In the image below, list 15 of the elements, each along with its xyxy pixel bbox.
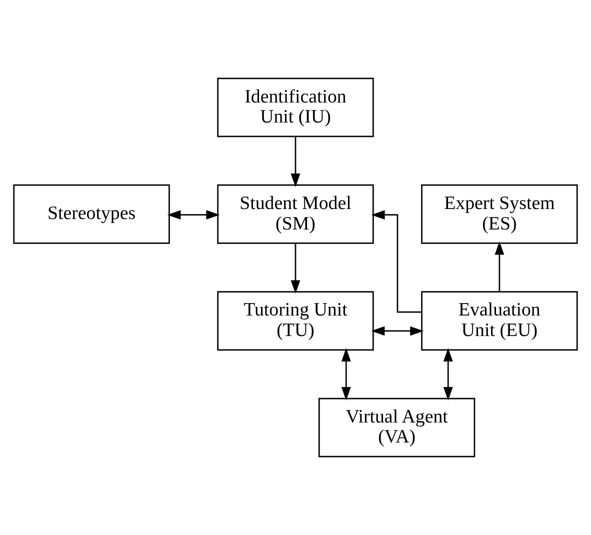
arrow [341,348,351,400]
arrow [290,136,300,188]
arrow [167,210,220,220]
node-box: Expert System (ES) [421,184,578,244]
arrow [371,210,422,313]
node-box: Identification Unit (IU) [217,78,374,138]
node-box: Student Model (SM) [217,184,374,244]
arrow [443,348,453,400]
arrow [290,243,300,294]
arrow [371,326,424,336]
arrow [494,241,504,292]
node-box: Stereotypes [13,184,170,244]
node-box: Virtual Agent (VA) [318,398,476,458]
node-box: Evaluation Unit (EU) [421,291,578,351]
node-box: Tutoring Unit (TU) [217,291,374,351]
